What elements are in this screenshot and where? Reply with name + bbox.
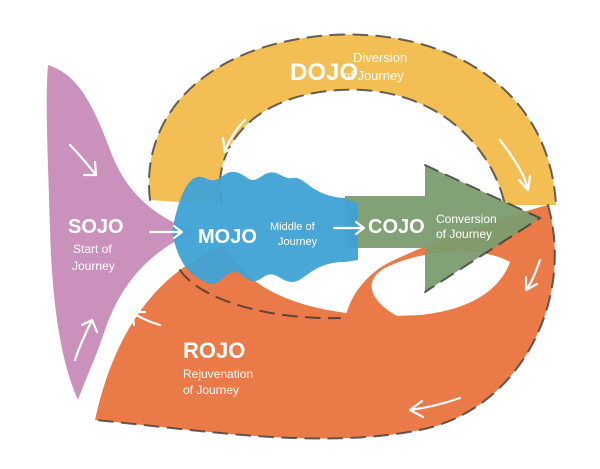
rojo-desc-line2: of Journey <box>183 383 239 397</box>
mojo-desc-line2: Journey <box>278 236 318 248</box>
sojo-flow-arrow-bottom <box>73 318 99 362</box>
sojo-desc-line2: Journey <box>72 259 115 273</box>
cojo-shape <box>345 165 540 292</box>
dojo-desc-line2: of Journey <box>343 68 404 83</box>
mojo-to-cojo-arrow <box>332 220 366 236</box>
rojo-flow-arrow-left <box>130 310 162 327</box>
rojo-outline-outer <box>94 204 556 440</box>
sojo-shape <box>46 65 195 400</box>
sojo-flow-arrow-top <box>68 143 98 177</box>
cojo-outline <box>424 164 543 293</box>
cojo-arrow <box>345 164 543 293</box>
dojo-outline-outer <box>147 33 557 206</box>
mojo-desc-line1: Middle of <box>270 221 316 233</box>
dojo-shape <box>148 34 556 205</box>
sojo-name: SOJO <box>68 216 124 238</box>
sojo-to-mojo-arrow <box>148 224 184 240</box>
rojo-desc-line1: Rejuvenation <box>183 367 253 381</box>
dojo-desc-line1: Diversion <box>353 50 407 65</box>
rojo-flow-arrow-bottom <box>408 396 462 419</box>
mojo-name: MOJO <box>198 226 257 248</box>
sojo-desc-line1: Start of <box>73 242 112 256</box>
dojo-outline-inner <box>218 88 506 206</box>
dojo-flow-arrow-right <box>498 138 532 192</box>
cojo-name: COJO <box>368 216 425 238</box>
rojo-outline-inner <box>179 269 341 320</box>
dojo-name: DOJO <box>290 59 358 86</box>
dojo-flow-arrow-left <box>221 118 247 154</box>
mojo-shape <box>172 171 358 285</box>
dojo-loop <box>147 33 557 206</box>
sojo-funnel <box>46 65 195 400</box>
cojo-desc-line2: of Journey <box>436 227 492 241</box>
rojo-flow-arrow-right <box>524 258 542 292</box>
cojo-desc-line1: Conversion <box>436 212 497 226</box>
rojo-name: ROJO <box>183 338 245 363</box>
mojo-wave <box>148 171 366 285</box>
